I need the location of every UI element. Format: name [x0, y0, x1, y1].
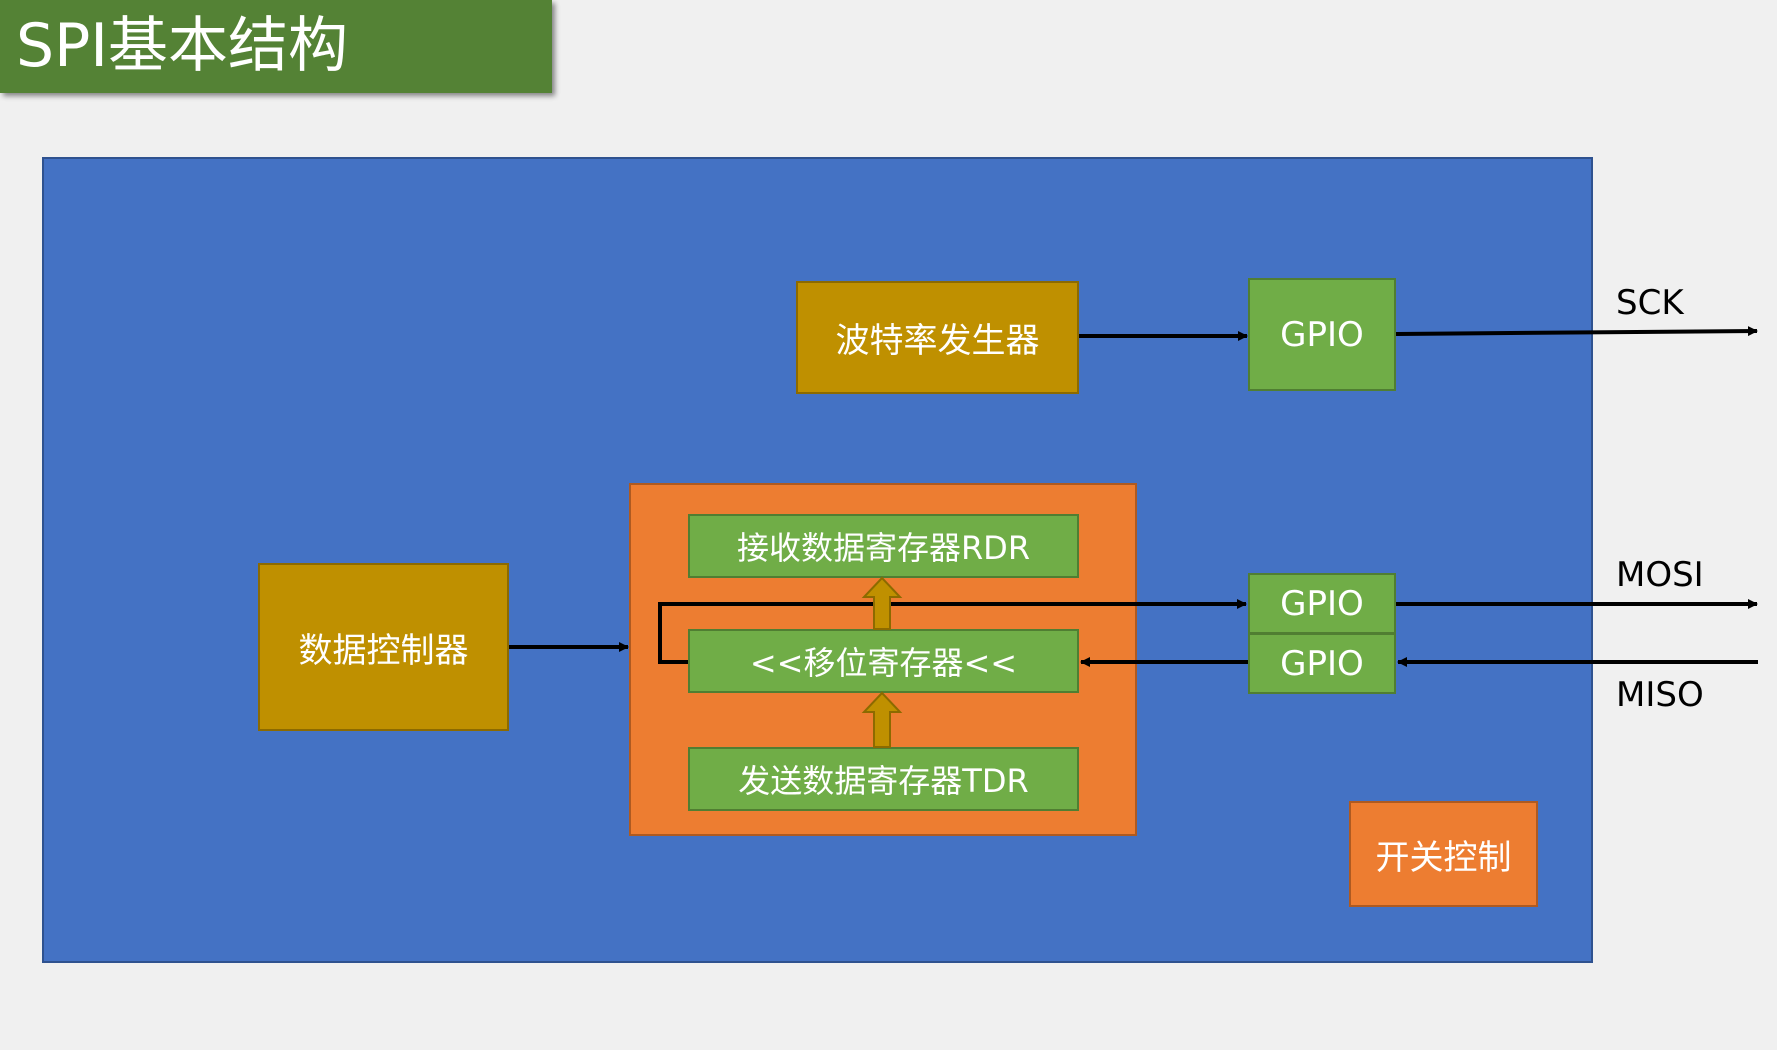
switch-control-block: 开关控制 [1349, 801, 1538, 907]
sck-label: SCK [1616, 283, 1684, 323]
receive-data-register-rdr: 接收数据寄存器RDR [688, 514, 1079, 578]
shift-register-block: <<移位寄存器<< [688, 629, 1079, 693]
shift-to-rdr-block-arrow [861, 576, 903, 630]
miso-label: MISO [1616, 675, 1704, 715]
mosi-label: MOSI [1616, 555, 1704, 595]
transmit-data-register-tdr: 发送数据寄存器TDR [688, 747, 1079, 811]
tdr-to-shift-block-arrow [861, 691, 903, 748]
gpio-sck-block: GPIO [1248, 278, 1396, 391]
gpio-mosi-block: GPIO [1248, 573, 1396, 634]
shift-to-mosi-wire [658, 599, 1247, 664]
baud-rate-generator-block: 波特率发生器 [796, 281, 1079, 394]
sck-output-arrow [1395, 326, 1758, 337]
page-title: SPI基本结构 [0, 0, 552, 93]
gpio-miso-block: GPIO [1248, 633, 1396, 694]
data-controller-block: 数据控制器 [258, 563, 509, 731]
